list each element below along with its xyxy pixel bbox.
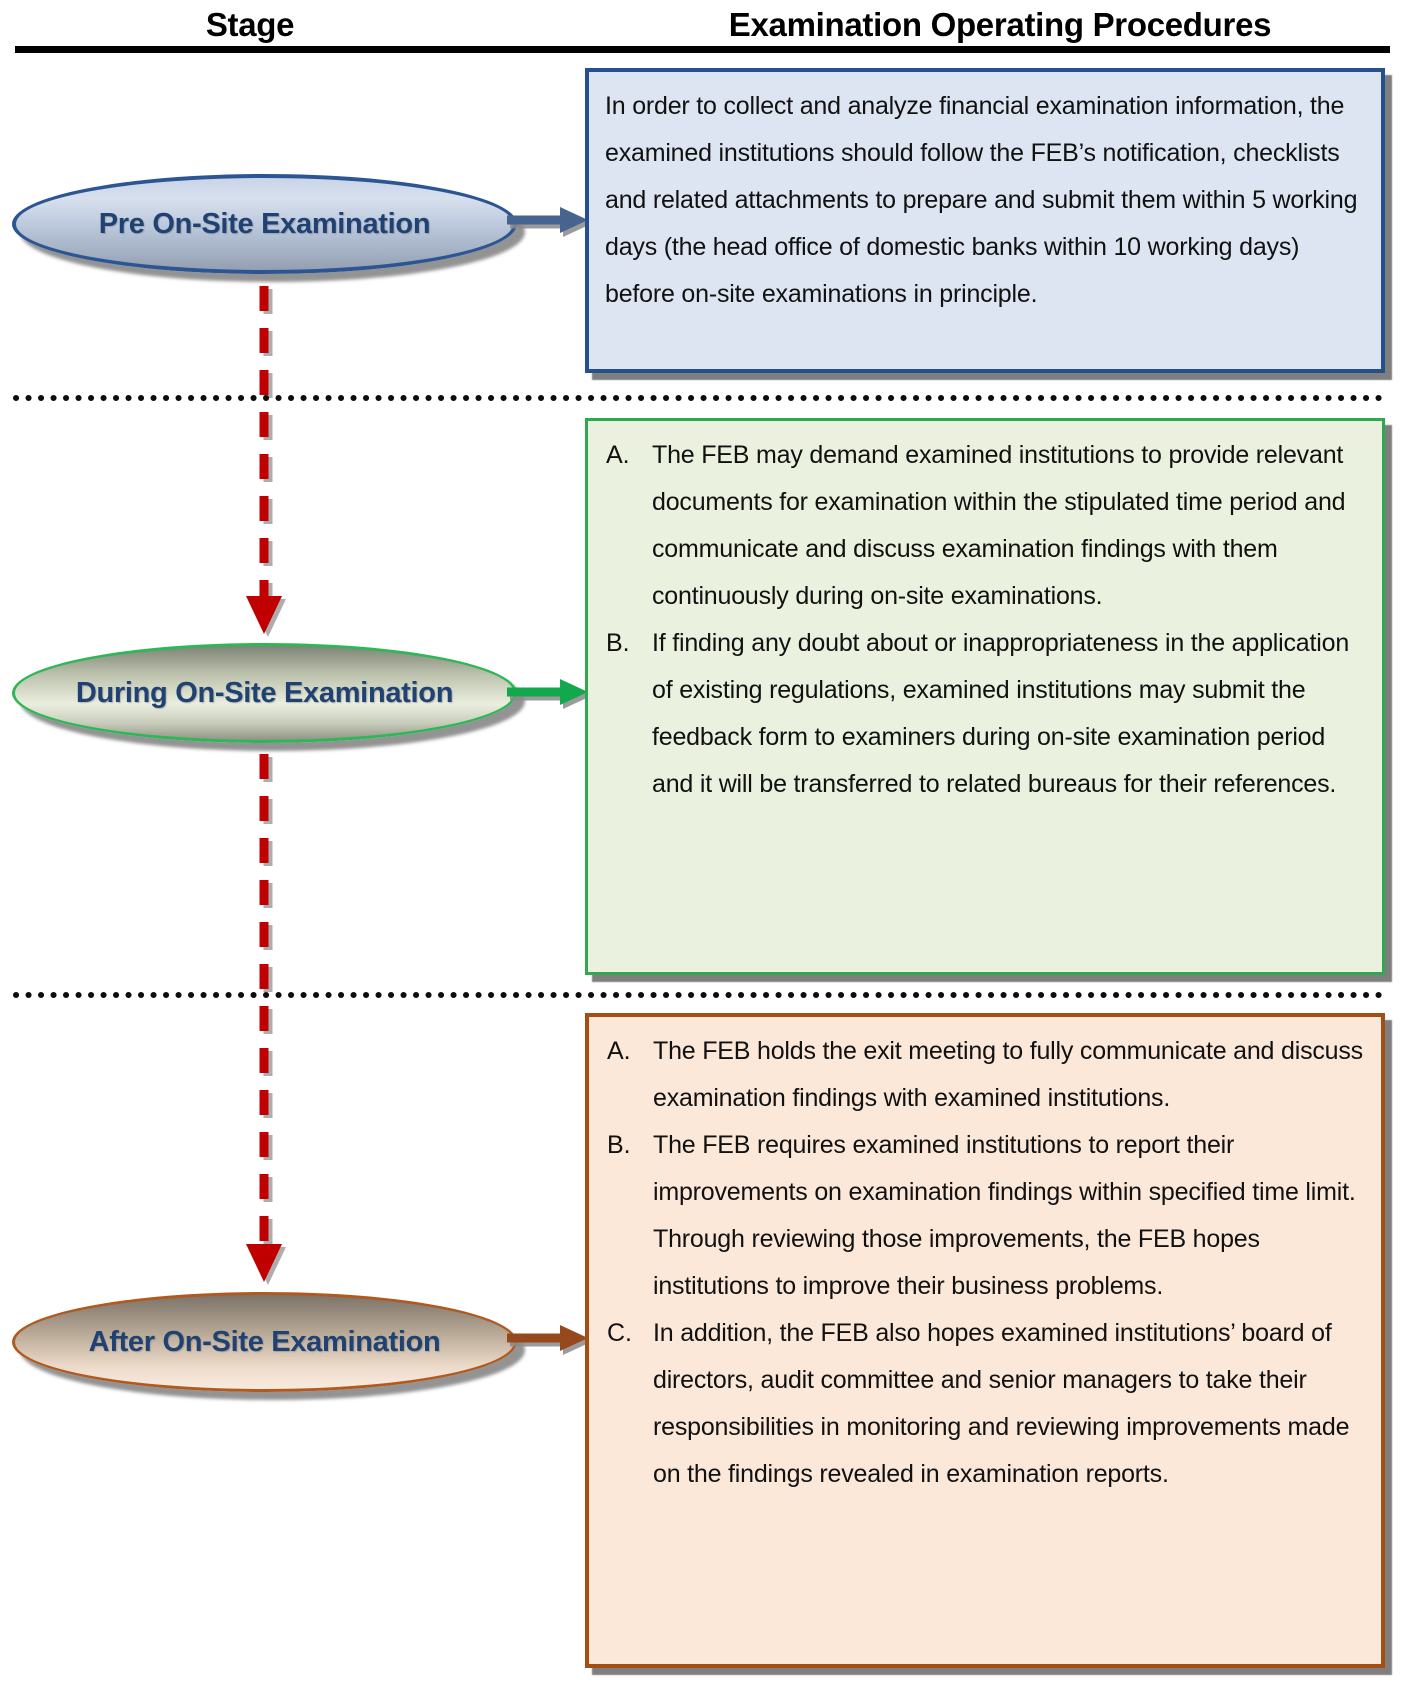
- stage-divider-dotted-line: [13, 992, 1392, 998]
- procedures-column-header: Examination Operating Procedures: [728, 6, 1272, 43]
- list-item: B. The FEB requires examined institution…: [607, 1122, 1363, 1310]
- right-arrow-icon: [507, 207, 591, 237]
- procedure-box-pre-onsite: In order to collect and analyze financia…: [585, 68, 1385, 373]
- header-divider-rule: [15, 46, 1390, 53]
- list-item: A. The FEB may demand examined instituti…: [606, 432, 1364, 620]
- stage-label-during-onsite: During On-Site Examination: [75, 676, 454, 709]
- list-item-text: If finding any doubt about or inappropri…: [652, 629, 1350, 798]
- list-item: A. The FEB holds the exit meeting to ful…: [607, 1028, 1363, 1122]
- list-item-marker: A.: [607, 1037, 631, 1065]
- list-item-marker: B.: [607, 1131, 631, 1159]
- list-item-text: The FEB holds the exit meeting to fully …: [653, 1037, 1363, 1112]
- list-item: B. If finding any doubt about or inappro…: [606, 620, 1364, 808]
- procedure-list-during-onsite: A. The FEB may demand examined instituti…: [588, 421, 1382, 808]
- stage-ellipse-during-onsite: During On-Site Examination: [12, 643, 517, 743]
- procedure-list-after-onsite: A. The FEB holds the exit meeting to ful…: [589, 1017, 1381, 1498]
- stage-column-header: Stage: [205, 6, 295, 43]
- list-item-marker: B.: [606, 629, 630, 657]
- procedure-box-during-onsite: A. The FEB may demand examined instituti…: [585, 418, 1385, 975]
- right-arrow-icon: [507, 1325, 591, 1355]
- list-item-text: In addition, the FEB also hopes examined…: [653, 1319, 1350, 1488]
- procedure-text-pre-onsite: In order to collect and analyze financia…: [605, 92, 1358, 308]
- stage-divider-dotted-line: [13, 395, 1392, 401]
- list-item-text: The FEB may demand examined institutions…: [652, 441, 1346, 610]
- stage-ellipse-after-onsite: After On-Site Examination: [12, 1292, 517, 1392]
- right-arrow-icon: [507, 679, 591, 709]
- list-item-marker: A.: [606, 441, 630, 469]
- list-item-marker: C.: [607, 1319, 632, 1347]
- stage-ellipse-pre-onsite: Pre On-Site Examination: [12, 174, 517, 274]
- procedure-box-after-onsite: A. The FEB holds the exit meeting to ful…: [585, 1013, 1385, 1668]
- stage-label-pre-onsite: Pre On-Site Examination: [98, 207, 431, 240]
- dashed-down-arrow-icon: [246, 754, 286, 1285]
- list-item: C. In addition, the FEB also hopes exami…: [607, 1310, 1363, 1498]
- dashed-down-arrow-icon: [246, 286, 286, 637]
- list-item-text: The FEB requires examined institutions t…: [653, 1131, 1356, 1300]
- stage-label-after-onsite: After On-Site Examination: [88, 1325, 441, 1358]
